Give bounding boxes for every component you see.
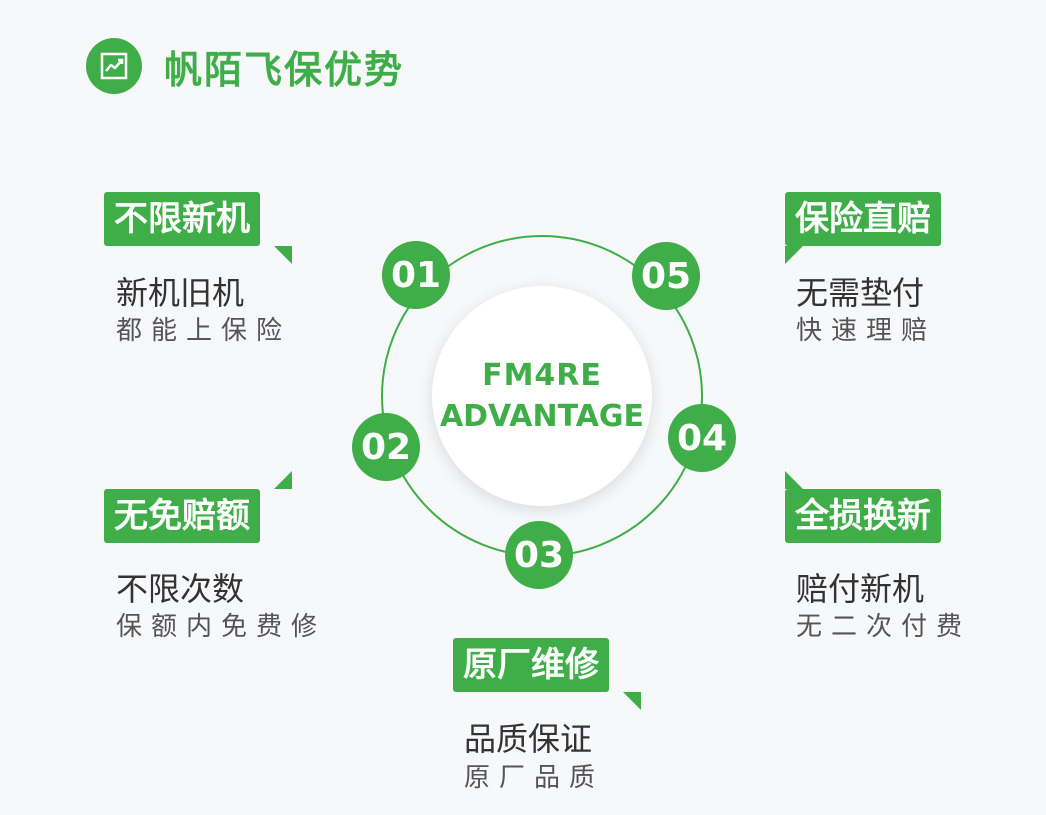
feature-main-text: 不限次数 [116,570,245,608]
brand-name: FM4RE [482,358,602,393]
feature-main-text: 无需垫付 [796,274,925,312]
page-header: 帆陌飞保优势 [86,36,404,96]
tag-tail [274,471,292,489]
feature-tag-direct-claim: 保险直赔 [785,192,941,246]
feature-tag-no-deductible: 无免赔额 [104,489,260,543]
number-badge-03: 03 [505,521,573,589]
feature-sub-text: 都能上保险 [116,316,292,346]
number-badge-02: 02 [352,413,420,481]
tag-tail [623,692,641,710]
tag-tail [274,246,292,264]
number-badge-05: 05 [632,242,700,310]
feature-sub-text: 保额内免费修 [116,612,327,642]
page-title: 帆陌飞保优势 [164,47,405,92]
tag-tail [785,246,803,264]
number-badge-01: 01 [382,241,450,309]
feature-tag-total-loss: 全损换新 [785,489,941,543]
feature-tag-unlimited-new: 不限新机 [104,192,260,246]
feature-sub-text: 快速理赔 [796,316,937,346]
feature-main-text: 品质保证 [464,720,593,758]
brand-badge: FM4RE ADVANTAGE [432,286,652,506]
tag-tail [785,471,803,489]
feature-sub-text: 无二次付费 [796,612,972,642]
brand-tagline: ADVANTAGE [439,399,645,434]
feature-main-text: 新机旧机 [116,274,245,312]
chart-trend-icon [86,38,142,94]
number-badge-04: 04 [668,404,736,472]
feature-tag-oem-repair: 原厂维修 [453,638,609,692]
feature-main-text: 赔付新机 [796,570,925,608]
feature-sub-text: 原厂品质 [464,763,605,793]
